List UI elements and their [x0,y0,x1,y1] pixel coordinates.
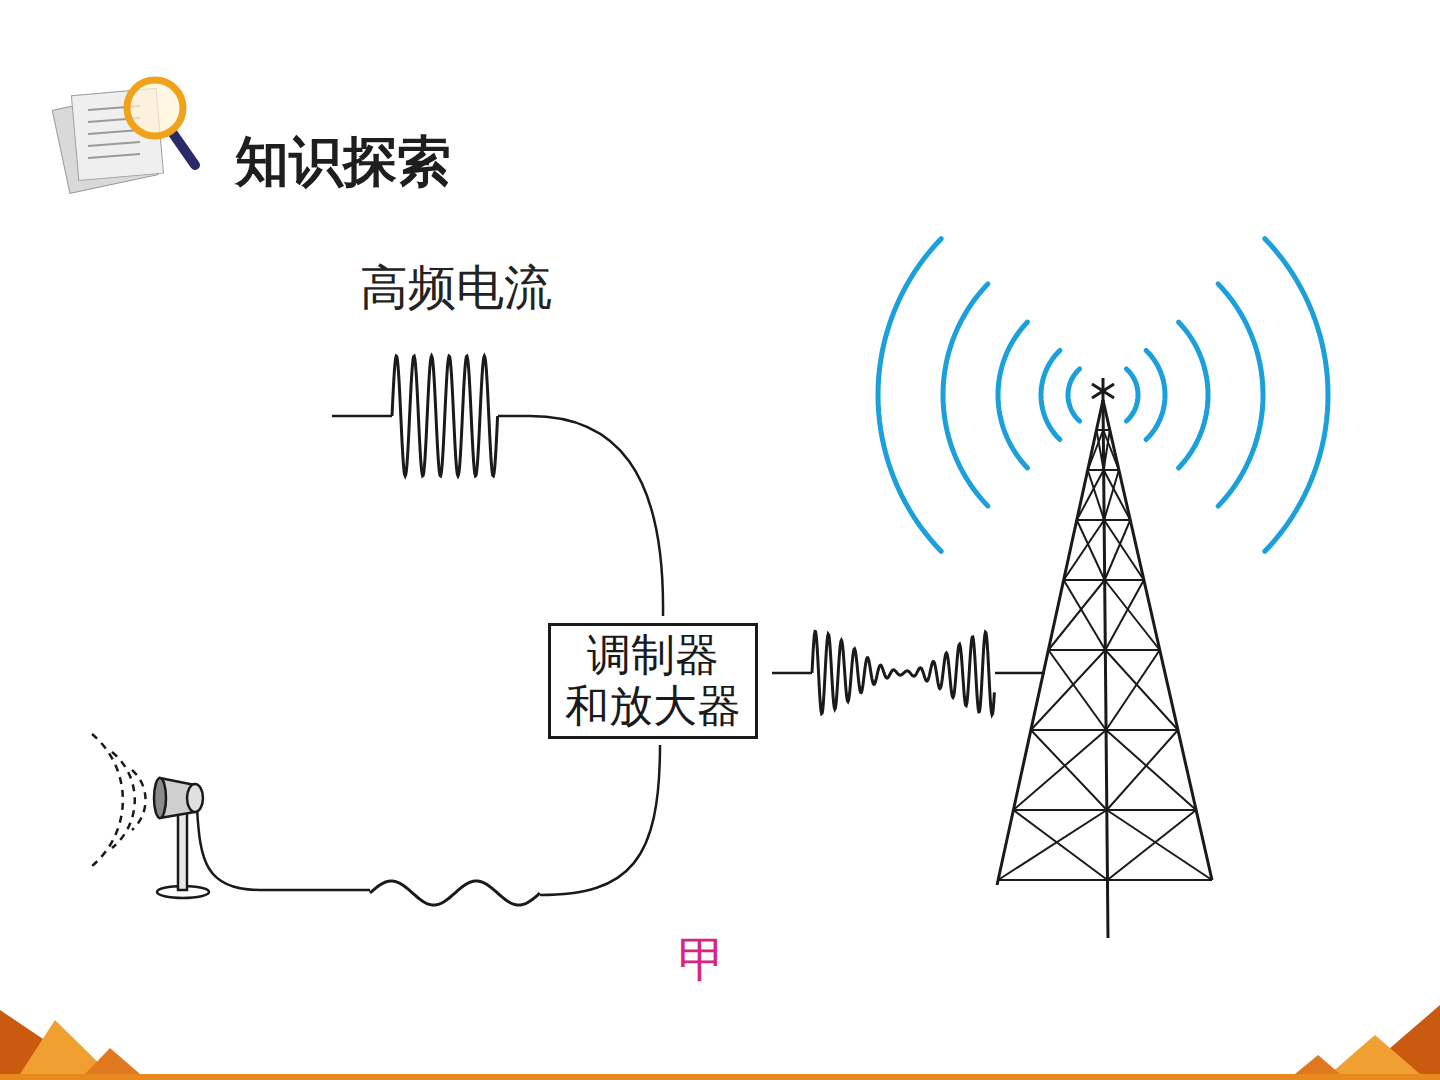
box-label: 调制器 和放大器 [561,630,746,731]
search-icon [52,80,195,193]
sound-waves [92,734,146,866]
figure-caption: 甲 [678,928,726,992]
wires [197,416,1045,895]
microphone [154,778,209,898]
radio-waves [878,239,1328,552]
process-box: 调制器 和放大器 [548,623,759,738]
radio-tower [997,378,1212,938]
footer-decoration [0,1005,1440,1080]
signal-label: 高频电流 [360,256,552,320]
slide-title: 知识探索 [235,126,451,199]
signal-waves [370,356,994,905]
